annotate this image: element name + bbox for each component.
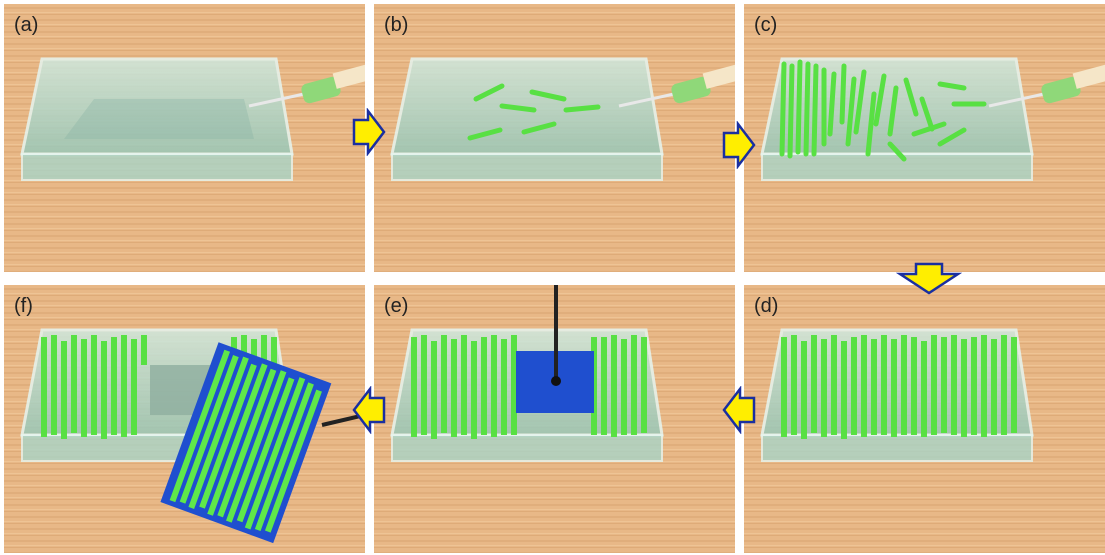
arrow-left-icon — [722, 386, 756, 434]
panel-a: (a) — [4, 4, 365, 272]
panel-c: (c) — [744, 4, 1105, 272]
arrow-right-icon — [722, 121, 756, 169]
nanorod-film — [411, 335, 647, 439]
nanorods-accumulating — [779, 59, 987, 162]
nanorods-sparse — [467, 83, 601, 141]
panel-e-scene — [374, 285, 735, 553]
arrow-right-icon — [352, 108, 386, 156]
panel-f-scene — [4, 285, 365, 553]
arrow-down-icon — [896, 262, 962, 295]
panel-d: (d) — [744, 285, 1105, 553]
syringe-needle — [248, 92, 305, 108]
panel-f: (f) — [4, 285, 365, 553]
syringe-hub — [301, 76, 341, 104]
panel-label: (a) — [14, 14, 39, 36]
panel-label: (c) — [754, 14, 778, 36]
arrow-left-icon — [352, 386, 386, 434]
substrate-with-film — [160, 342, 332, 544]
panel-b-scene — [374, 4, 735, 272]
nanorod-film — [781, 335, 1017, 439]
panel-label: (f) — [14, 295, 33, 317]
panel-label: (e) — [384, 295, 409, 317]
panel-e: (e) — [374, 285, 735, 553]
panel-label: (d) — [754, 295, 779, 317]
panel-d-scene — [744, 285, 1105, 553]
syringe-barrel — [332, 63, 365, 89]
panel-label: (b) — [384, 14, 409, 36]
panel-c-scene — [744, 4, 1105, 272]
panel-a-scene — [4, 4, 365, 272]
panel-b: (b) — [374, 4, 735, 272]
glass-dish-side — [21, 153, 293, 181]
